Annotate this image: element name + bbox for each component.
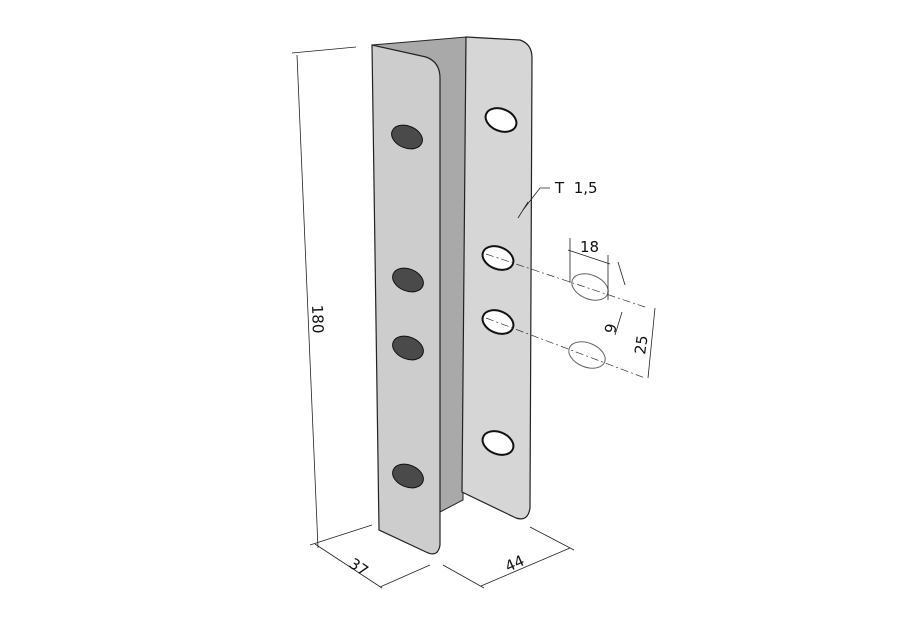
thickness-leader xyxy=(522,187,550,211)
slot xyxy=(391,124,423,150)
slot xyxy=(392,267,424,293)
left-flange-slots xyxy=(391,124,424,489)
slot-length-dimension: 18 xyxy=(567,238,611,300)
slot xyxy=(392,335,424,361)
right-flange xyxy=(461,36,533,520)
depth-label: 37 xyxy=(346,554,372,580)
slot-pitch-dimension: 25 xyxy=(631,307,656,379)
projected-slot xyxy=(571,273,609,301)
slot xyxy=(484,107,518,133)
center-line xyxy=(485,317,646,379)
slot-width-dimension: 9 xyxy=(601,261,626,336)
width-label: 44 xyxy=(502,551,527,575)
height-label: 180 xyxy=(308,305,327,334)
width-dimension: 44 xyxy=(442,526,575,589)
depth-dimension: 37 xyxy=(314,543,431,589)
slot-width-label: 9 xyxy=(601,322,620,335)
slot xyxy=(481,430,515,456)
center-line xyxy=(485,253,646,308)
thickness-label: T 1,5 xyxy=(554,179,598,197)
slot xyxy=(392,463,424,489)
height-dimension: 180 xyxy=(291,46,373,549)
slot-pitch-label: 25 xyxy=(631,334,651,355)
slot-length-label: 18 xyxy=(580,238,599,256)
projected-slot xyxy=(568,341,606,369)
left-flange xyxy=(371,44,441,555)
